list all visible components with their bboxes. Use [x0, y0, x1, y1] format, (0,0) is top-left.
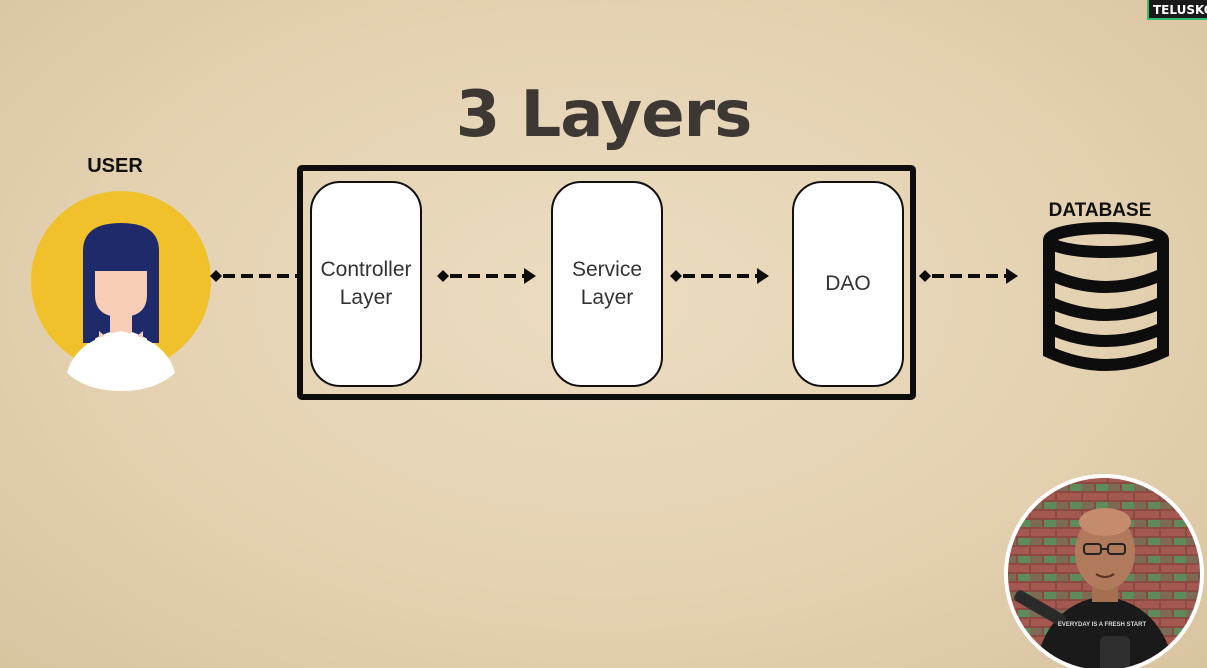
dao-layer-box: DAO — [792, 181, 904, 387]
layers-container — [297, 165, 916, 400]
dao-to-database-arrow — [919, 268, 1018, 284]
service-to-dao-arrow — [670, 268, 769, 284]
dao-layer-label: DAO — [825, 272, 871, 295]
controller-to-service-arrow — [437, 268, 536, 284]
presenter-webcam: EVERYDAY IS A FRESH START — [1004, 474, 1204, 668]
service-layer-box: Service Layer — [551, 181, 663, 387]
user-label: USER — [87, 155, 143, 177]
telusko-watermark: TELUSKO — [1147, 0, 1207, 20]
page-title: 3 Layers — [455, 78, 753, 152]
database-icon — [1043, 222, 1169, 371]
presenter-shirt-text: EVERYDAY IS A FRESH START — [1058, 622, 1147, 628]
controller-layer-box: Controller Layer — [310, 181, 422, 387]
service-layer-label-1: Service — [571, 258, 643, 281]
service-layer-label-2: Layer — [580, 286, 634, 309]
controller-layer-label-2: Layer — [339, 286, 393, 309]
database-label: DATABASE — [1048, 200, 1152, 221]
controller-layer-label-1: Controller — [320, 258, 412, 281]
user-avatar-icon — [31, 191, 211, 391]
user-to-controller-connector — [210, 270, 303, 282]
